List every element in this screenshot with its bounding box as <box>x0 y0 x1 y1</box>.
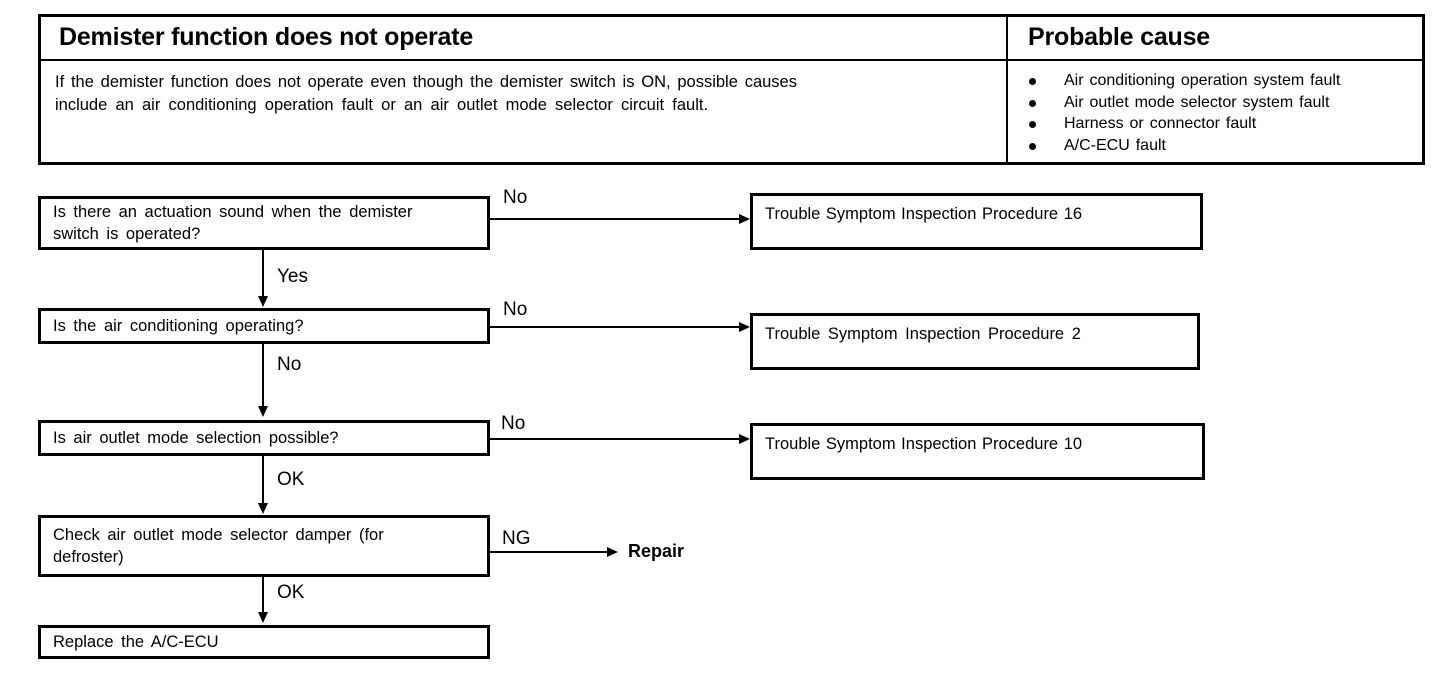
connector-q2-to-q3 <box>262 344 264 407</box>
flow-box-text: Trouble Symptom Inspection Procedure 10 <box>765 435 1083 453</box>
branch-label-q2-no-down: No <box>277 354 302 375</box>
arrowhead-down-icon <box>258 296 268 307</box>
header-cell-symptom: Demister function does not operate <box>41 17 1008 59</box>
flow-result-repair: Repair <box>628 541 685 561</box>
connector-q3-to-r3 <box>488 438 740 440</box>
branch-label-q1-no: No <box>503 187 528 208</box>
flow-box-text: Is air outlet mode selection possible? <box>53 429 339 447</box>
flow-box-text: Is there an actuation sound when the dem… <box>41 201 422 245</box>
flow-box-line-2: defroster) <box>53 548 124 566</box>
cause-label: Harness or connector fault <box>1064 115 1257 132</box>
arrowhead-down-icon <box>258 503 268 514</box>
list-item: A/C-ECU fault <box>1024 135 1422 157</box>
probable-cause-title: Probable cause <box>1028 23 1211 51</box>
list-item: Harness or connector fault <box>1024 113 1422 135</box>
flow-question-actuation-sound: Is there an actuation sound when the dem… <box>38 196 490 250</box>
connector-q4-to-q5 <box>262 577 264 613</box>
connector-q3-to-q4 <box>262 456 264 504</box>
arrowhead-right-icon <box>607 547 618 557</box>
arrowhead-down-icon <box>258 406 268 417</box>
bullet-icon <box>1029 121 1036 128</box>
bullet-icon <box>1029 78 1036 85</box>
branch-label-q4-ok: OK <box>277 582 305 603</box>
list-item: Air conditioning operation system fault <box>1024 70 1422 92</box>
flow-box-text: Replace the A/C-ECU <box>53 633 219 651</box>
bullet-icon <box>1029 99 1036 107</box>
arrowhead-right-icon <box>739 434 750 444</box>
cause-label: Air outlet mode selector system fault <box>1064 93 1330 111</box>
cause-label: A/C-ECU fault <box>1064 136 1166 154</box>
branch-label-q3-no: No <box>501 413 526 434</box>
flow-question-ac-operating: Is the air conditioning operating? <box>38 308 490 344</box>
flow-box-text: Trouble Symptom Inspection Procedure 2 <box>765 325 1081 343</box>
flow-box-line-1: Is there an actuation sound when the dem… <box>53 203 413 221</box>
flow-result-procedure-2: Trouble Symptom Inspection Procedure 2 <box>750 313 1200 370</box>
branch-label-q4-ng: NG <box>502 528 531 549</box>
arrowhead-right-icon <box>739 214 750 224</box>
description-line-1: If the demister function does not operat… <box>55 73 797 91</box>
connector-q1-to-r1 <box>490 218 740 220</box>
symptom-description: If the demister function does not operat… <box>41 61 1006 117</box>
branch-label-q1-yes: Yes <box>277 266 308 287</box>
header-cell-cause: Probable cause <box>1008 17 1422 59</box>
cause-label: Air conditioning operation system fault <box>1064 72 1341 89</box>
flow-box-text: Trouble Symptom Inspection Procedure 16 <box>765 205 1083 223</box>
arrowhead-right-icon <box>739 322 750 332</box>
arrowhead-down-icon <box>258 612 268 623</box>
flow-result-procedure-10: Trouble Symptom Inspection Procedure 10 <box>750 423 1205 480</box>
bullet-icon <box>1029 142 1036 150</box>
branch-label-q3-ok: OK <box>277 469 305 490</box>
flow-box-text: Is the air conditioning operating? <box>53 317 304 335</box>
flow-question-air-outlet-mode: Is air outlet mode selection possible? <box>38 420 490 456</box>
symptom-table: Demister function does not operate Proba… <box>38 14 1425 165</box>
flow-box-line-2: switch is operated? <box>53 225 201 243</box>
flow-action-check-damper: Check air outlet mode selector damper (f… <box>38 515 490 577</box>
description-line-2: include an air conditioning operation fa… <box>55 96 709 114</box>
table-body-row: If the demister function does not operat… <box>41 61 1422 162</box>
table-header-row: Demister function does not operate Proba… <box>41 17 1422 61</box>
flow-result-procedure-16: Trouble Symptom Inspection Procedure 16 <box>750 193 1203 250</box>
body-cell-description: If the demister function does not operat… <box>41 61 1008 162</box>
list-item: Air outlet mode selector system fault <box>1024 92 1422 114</box>
connector-q4-to-repair <box>490 551 608 553</box>
body-cell-causes: Air conditioning operation system fault … <box>1008 61 1422 162</box>
symptom-title: Demister function does not operate <box>59 23 474 51</box>
flow-box-line-1: Check air outlet mode selector damper (f… <box>53 526 384 544</box>
flow-box-text: Check air outlet mode selector damper (f… <box>41 524 394 568</box>
probable-cause-list: Air conditioning operation system fault … <box>1008 61 1422 156</box>
connector-q1-to-q2 <box>262 250 264 297</box>
flow-action-replace-ac-ecu: Replace the A/C-ECU <box>38 625 490 659</box>
branch-label-q2-no: No <box>503 299 528 320</box>
connector-q2-to-r2 <box>490 326 740 328</box>
